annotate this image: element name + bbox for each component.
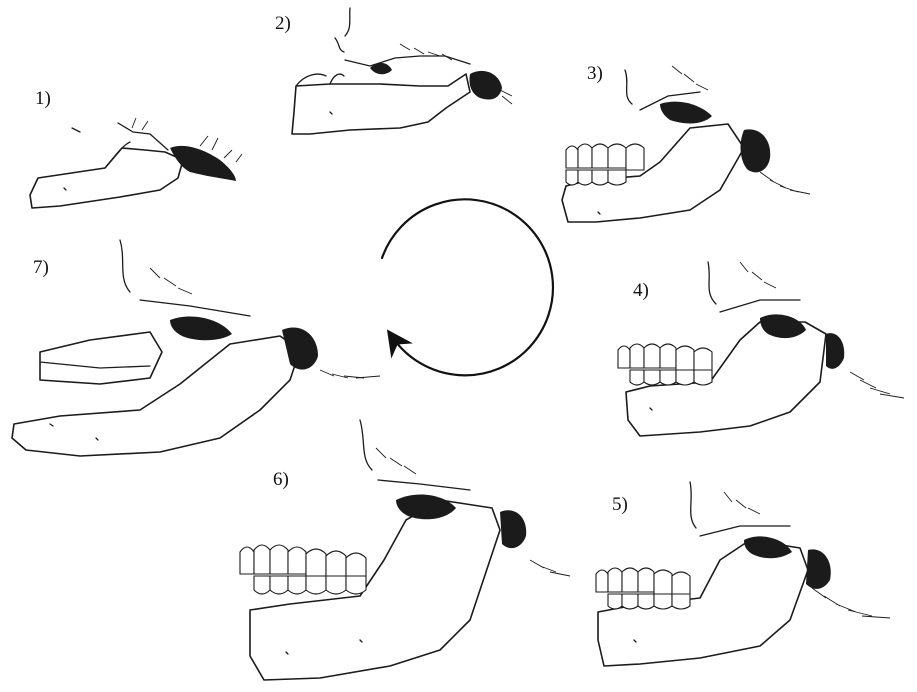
stage-label-2: 2)	[275, 13, 291, 34]
mandible-stage-4-icon	[618, 262, 904, 436]
mandible-stage-1-icon	[30, 118, 242, 208]
stage-label-3: 3)	[587, 63, 603, 84]
cycle-arrow-icon	[382, 199, 553, 375]
stage-label-6: 6)	[273, 469, 289, 490]
mandible-stage-5-icon	[596, 482, 890, 666]
stage-label-4: 4)	[633, 280, 649, 301]
mandible-stage-6-icon	[240, 420, 570, 680]
stage-label-1: 1)	[35, 88, 51, 109]
mandible-stage-2-icon	[292, 8, 512, 134]
stage-label-5: 5)	[612, 494, 628, 515]
stage-label-7: 7)	[33, 257, 49, 278]
mandible-stage-7-icon	[12, 240, 380, 456]
mandible-stage-3-icon	[562, 66, 810, 222]
